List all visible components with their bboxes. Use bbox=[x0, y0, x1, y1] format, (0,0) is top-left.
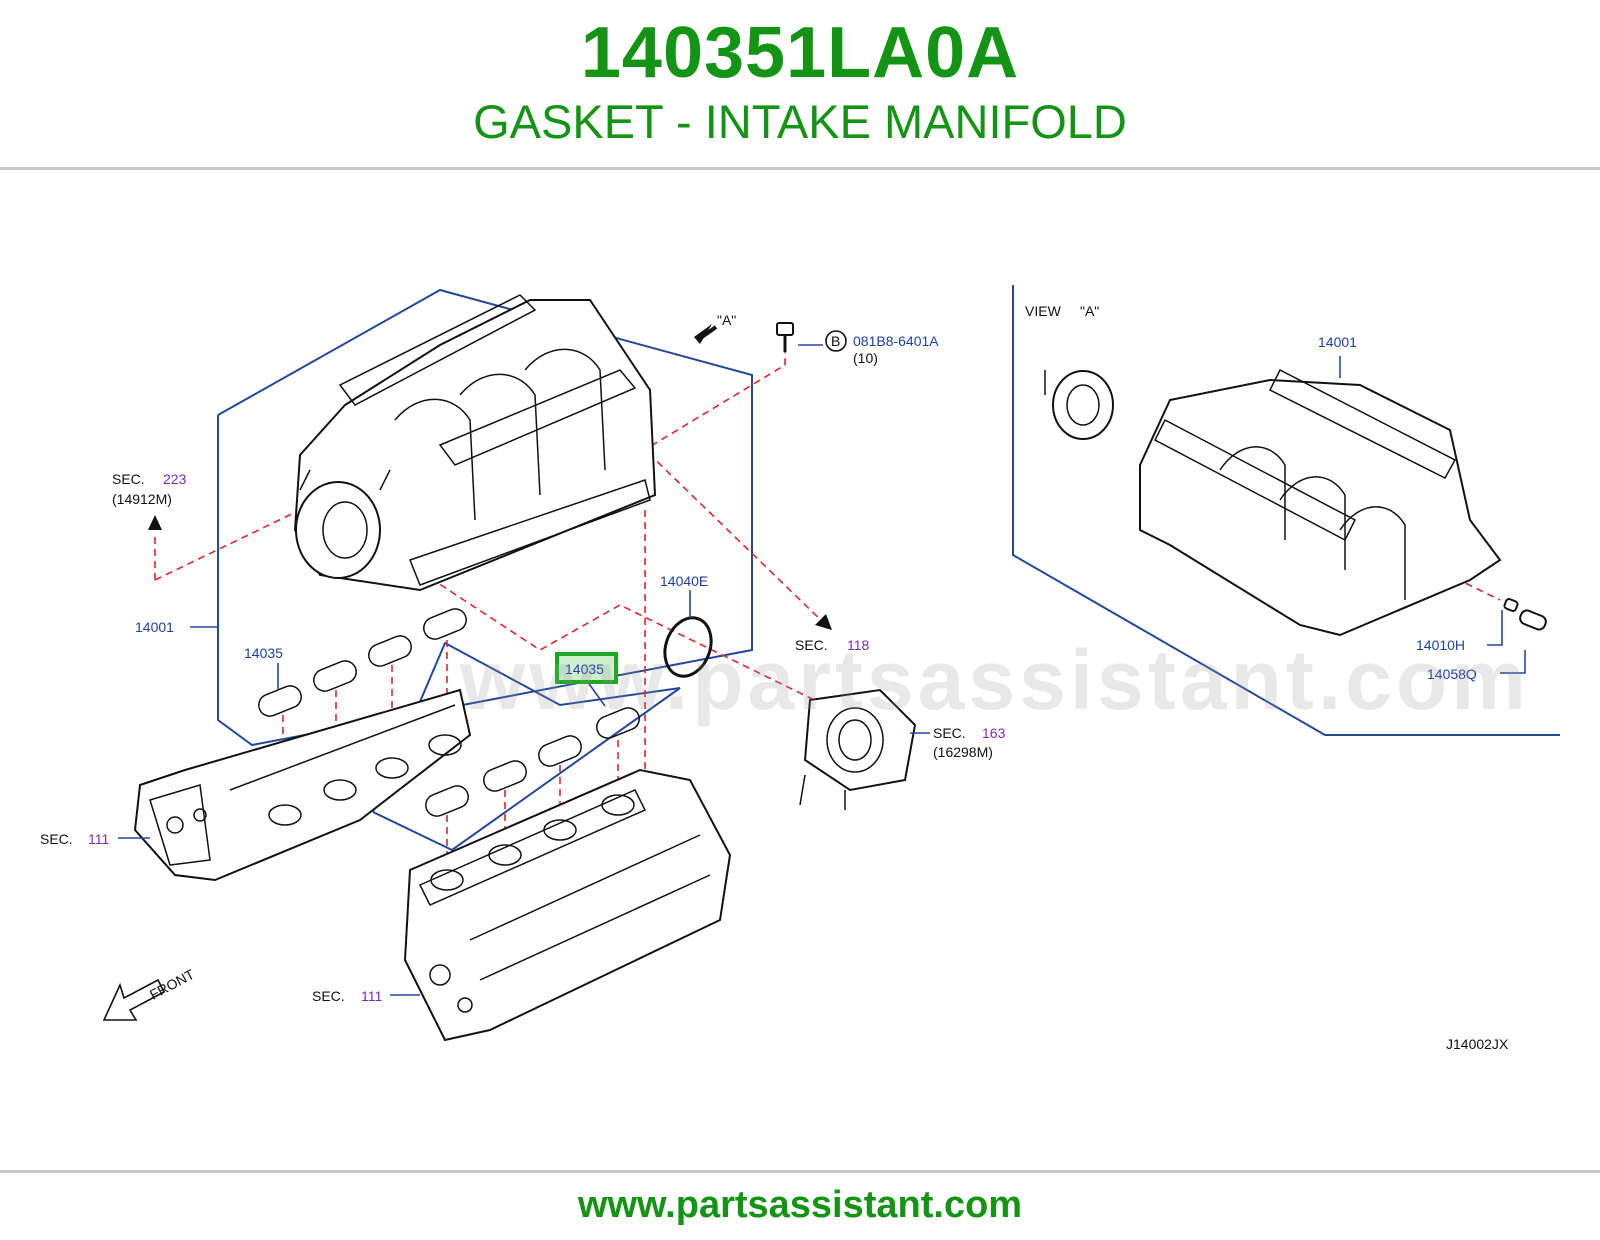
sec111-bottom-prefix: SEC. bbox=[312, 988, 345, 1004]
label-bolt-qty: (10) bbox=[853, 350, 878, 366]
leader-lines bbox=[118, 344, 1526, 996]
right-cylinder-head-drawing bbox=[403, 768, 732, 1042]
view-a-manifold-drawing bbox=[1044, 368, 1547, 637]
highlighted-part-box bbox=[555, 652, 618, 684]
callout-labels: SEC. 223 (14912M) 14001 14035 14035 1404… bbox=[40, 303, 1509, 1052]
sec118-number: 118 bbox=[847, 637, 870, 653]
sec163-prefix: SEC. bbox=[933, 725, 966, 741]
bolt-symbol-circle bbox=[825, 330, 847, 352]
watermark: www.partsassistant.com bbox=[460, 633, 1530, 727]
label-bolt-part: 081B8-6401A bbox=[853, 333, 939, 349]
sec111-bottom-number: 111 bbox=[361, 988, 382, 1004]
view-a-title-letter: "A" bbox=[1080, 303, 1099, 319]
sec223-subpart: (14912M) bbox=[112, 491, 172, 507]
sec118-prefix: SEC. bbox=[795, 637, 828, 653]
bolt-symbol-letter: B bbox=[831, 333, 840, 349]
diagram-code: J14002JX bbox=[1446, 1036, 1509, 1052]
part-number-title: 140351LA0A bbox=[580, 13, 1020, 93]
gasket-set bbox=[258, 608, 640, 817]
view-a-marker: "A" bbox=[717, 312, 736, 328]
view-a-frame bbox=[1012, 285, 1560, 736]
throttle-ring-gasket bbox=[663, 616, 713, 678]
label-14001-left: 14001 bbox=[135, 619, 174, 635]
view-a-title-word: VIEW bbox=[1025, 303, 1062, 319]
sec223-prefix: SEC. bbox=[112, 471, 145, 487]
label-14035-left: 14035 bbox=[244, 645, 283, 661]
upper-manifold-frame bbox=[217, 288, 753, 747]
front-label: FRONT bbox=[147, 966, 197, 1003]
lower-gasket-frame bbox=[372, 641, 681, 852]
arrows bbox=[148, 324, 832, 630]
front-arrow-icon bbox=[102, 978, 166, 1021]
label-14040e: 14040E bbox=[660, 573, 708, 589]
sec163-subpart: (16298M) bbox=[933, 744, 993, 760]
footer-website-link[interactable]: www.partsassistant.com bbox=[577, 1184, 1023, 1226]
left-cylinder-head-drawing bbox=[133, 688, 472, 882]
part-name-subtitle: GASKET - INTAKE MANIFOLD bbox=[473, 95, 1127, 148]
footer-divider bbox=[0, 1170, 1600, 1173]
label-14058q: 14058Q bbox=[1427, 666, 1477, 682]
label-14010h: 14010H bbox=[1416, 637, 1465, 653]
bolt-drawing bbox=[776, 322, 794, 352]
sec111-left-prefix: SEC. bbox=[40, 831, 73, 847]
header-divider bbox=[0, 167, 1600, 170]
label-14035-highlighted: 14035 bbox=[565, 661, 604, 677]
sec223-number: 223 bbox=[163, 471, 187, 487]
page-header: 140351LA0A GASKET - INTAKE MANIFOLD bbox=[0, 0, 1600, 170]
label-14001-right: 14001 bbox=[1318, 334, 1357, 350]
sec111-left-number: 111 bbox=[88, 831, 109, 847]
intake-manifold-drawing bbox=[293, 294, 657, 592]
throttle-body-drawing bbox=[799, 688, 917, 810]
sec163-number: 163 bbox=[982, 725, 1006, 741]
